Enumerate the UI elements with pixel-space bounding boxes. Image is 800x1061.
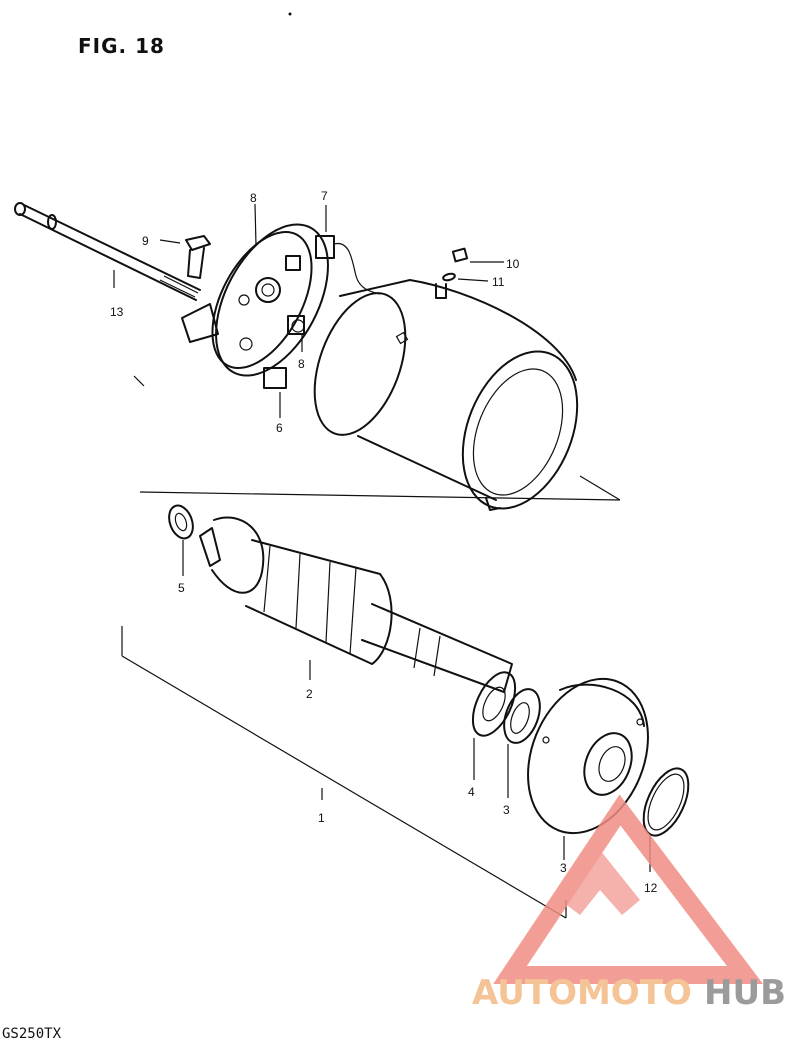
assembly-guide-lines	[121, 475, 621, 919]
callout-11: 10	[506, 257, 520, 271]
callout-7: 7	[321, 189, 328, 203]
watermark-text-hub: HUB	[704, 973, 786, 1013]
armature	[199, 516, 513, 693]
callout-13: 12	[644, 881, 658, 895]
callout-8-top: 8	[250, 191, 257, 205]
nut-and-washer	[442, 247, 469, 282]
armature-washer	[471, 671, 517, 780]
callout-6: 6	[276, 421, 283, 435]
callout-9: 13	[110, 305, 124, 319]
callout-3-seal: 3	[503, 803, 510, 817]
long-bolt	[14, 202, 201, 301]
callout-8-lower: 8	[298, 357, 305, 371]
callout-4: 4	[468, 785, 475, 799]
brush-holder-plate	[181, 223, 329, 389]
callout-10: 9	[142, 234, 149, 248]
callout-3-housing: 3	[560, 861, 567, 875]
callout-1: 1	[318, 811, 325, 825]
model-code: GS250TX	[2, 1026, 62, 1042]
small-bolt	[185, 235, 211, 279]
oil-seal	[503, 688, 541, 798]
thrust-washer	[168, 504, 194, 576]
figure-title: FIG. 18	[78, 34, 165, 58]
callout-5: 5	[178, 581, 185, 595]
watermark-logo: AUTOMOTO HUB	[472, 794, 786, 1013]
callout-12: 11	[492, 275, 505, 289]
terminal-lead	[315, 235, 381, 295]
watermark-text-automoto: AUTOMOTO	[472, 973, 692, 1013]
end-housing	[527, 677, 649, 860]
callout-2: 2	[306, 687, 313, 701]
motor-yoke-housing	[313, 279, 579, 511]
